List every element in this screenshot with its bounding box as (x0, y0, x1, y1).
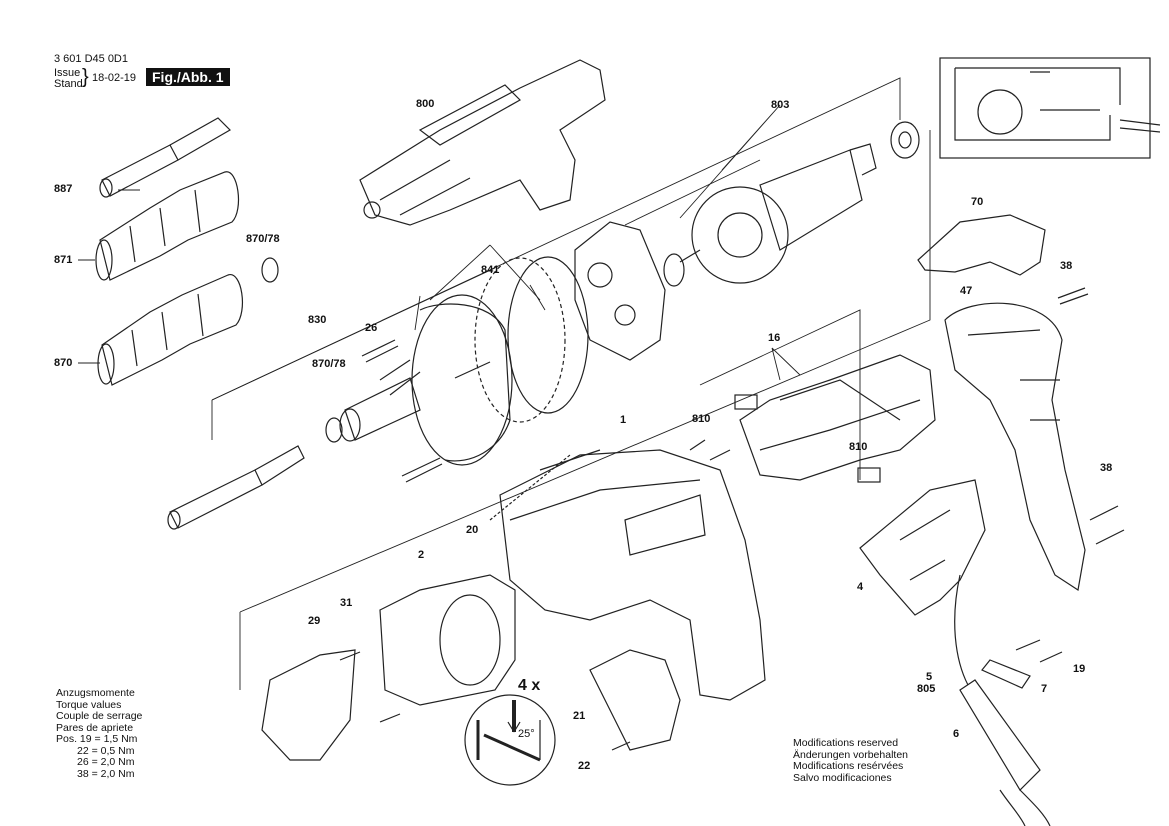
label-31: 31 (340, 597, 353, 609)
label-871: 871 (54, 254, 73, 266)
label-6: 6 (953, 728, 960, 740)
label-887: 887 (54, 183, 73, 195)
stator-2 (379, 574, 516, 706)
gear-housing-830 (339, 294, 513, 466)
label-21: 21 (573, 710, 586, 722)
wiring-schematic (939, 57, 1161, 159)
torque-line: Anzugsmomente (56, 687, 135, 699)
pins-31 (339, 651, 401, 723)
screw-38-c (1095, 529, 1125, 545)
label-70: 70 (971, 196, 984, 208)
power-cable-6 (999, 789, 1051, 826)
torque-line: Couple de serrage (56, 710, 143, 722)
rating-plate-20 (489, 454, 571, 521)
label-2: 2 (418, 549, 425, 561)
angle-detail (464, 694, 556, 786)
torque-line: Pos. 19 = 1,5 Nm (56, 733, 138, 745)
o-ring-870-78-b (325, 417, 343, 443)
modifications-line: Änderungen vorbehalten (793, 748, 909, 761)
modifications-line: Modifications resérvées (793, 760, 904, 772)
label-4: 4 (857, 581, 864, 593)
cable-clamp-7 (981, 659, 1031, 689)
bearing-right (890, 121, 920, 159)
label-22: 22 (578, 760, 591, 772)
label-805: 805 (917, 683, 936, 695)
screw-19-b (1039, 651, 1063, 663)
torque-line: 26 = 2,0 Nm (77, 756, 135, 768)
assembly-lines (78, 77, 931, 690)
o-ring-870-78-a (261, 257, 279, 283)
label-841: 841 (481, 264, 500, 276)
label-19: 19 (1073, 663, 1086, 675)
depth-stop-871 (95, 171, 240, 281)
screw-38-a (1057, 287, 1089, 305)
label-26: 26 (365, 322, 378, 334)
label-1: 1 (620, 414, 627, 426)
bit-holder-887 (99, 117, 231, 198)
cable-protector-5 (959, 679, 1041, 791)
modifications-line: Salvo modificaciones (793, 771, 892, 784)
issue-date: 18-02-19 (92, 72, 137, 84)
label-810-a: 810 (692, 413, 711, 425)
label-870-78-a: 870/78 (246, 233, 280, 245)
part-number: 3 601 D45 0D1 (54, 53, 128, 65)
label-870: 870 (54, 357, 73, 369)
label-38-b: 38 (1100, 462, 1113, 474)
label-810-b: 810 (849, 441, 868, 453)
torque-line: 38 = 2,0 Nm (77, 767, 135, 780)
magazine-attachment-800 (359, 59, 606, 226)
label-4x: 4 x (518, 677, 541, 694)
label-29: 29 (308, 615, 321, 627)
fan-baffle-29 (261, 649, 356, 761)
brush-holder-16 (734, 354, 936, 483)
cover-21 (589, 649, 681, 751)
bearing-left (663, 253, 685, 287)
label-47: 47 (960, 285, 973, 297)
screw-22 (611, 741, 631, 751)
gasket-841 (474, 257, 566, 423)
handle-shell-47 (944, 302, 1086, 591)
label-38-a: 38 (1060, 260, 1073, 272)
label-830: 830 (308, 314, 327, 326)
label-5: 5 (926, 671, 933, 683)
bearing-plate (507, 256, 589, 414)
torque-line: 22 = 0,5 Nm (77, 744, 135, 757)
figure-label: Fig./Abb. 1 (146, 68, 230, 86)
label-800: 800 (416, 98, 435, 110)
label-25-degrees: 25° (518, 728, 535, 740)
stand-label: Stand (54, 78, 83, 90)
screw-26-b (401, 457, 443, 483)
torque-line: Pares de apriete (56, 721, 134, 734)
screw-26-a (361, 339, 399, 363)
label-20: 20 (466, 524, 479, 536)
label-803: 803 (771, 99, 790, 111)
depth-stop-870 (97, 274, 243, 386)
switch-4 (859, 479, 986, 616)
modifications-line: Modifications reserved (793, 737, 899, 749)
torque-line: Torque values (56, 698, 122, 711)
label-16: 16 (768, 332, 781, 344)
torque-values: Anzugsmomente Torque values Couple de se… (56, 687, 143, 780)
screw-26-c (454, 361, 491, 379)
bit-holder-lower (167, 445, 305, 530)
intermediate-flange (574, 221, 666, 361)
brace: } (82, 66, 89, 88)
issue-label: Issue (54, 67, 81, 79)
screw-38-b (1089, 505, 1119, 521)
armature-803 (679, 143, 877, 284)
screw-19-a (1015, 639, 1041, 651)
label-7: 7 (1041, 683, 1048, 695)
label-870-78-b: 870/78 (312, 358, 346, 370)
housing-1 (499, 439, 766, 701)
modifications-note: Modifications reserved Änderungen vorbeh… (793, 737, 909, 784)
cover-70 (917, 214, 1046, 276)
